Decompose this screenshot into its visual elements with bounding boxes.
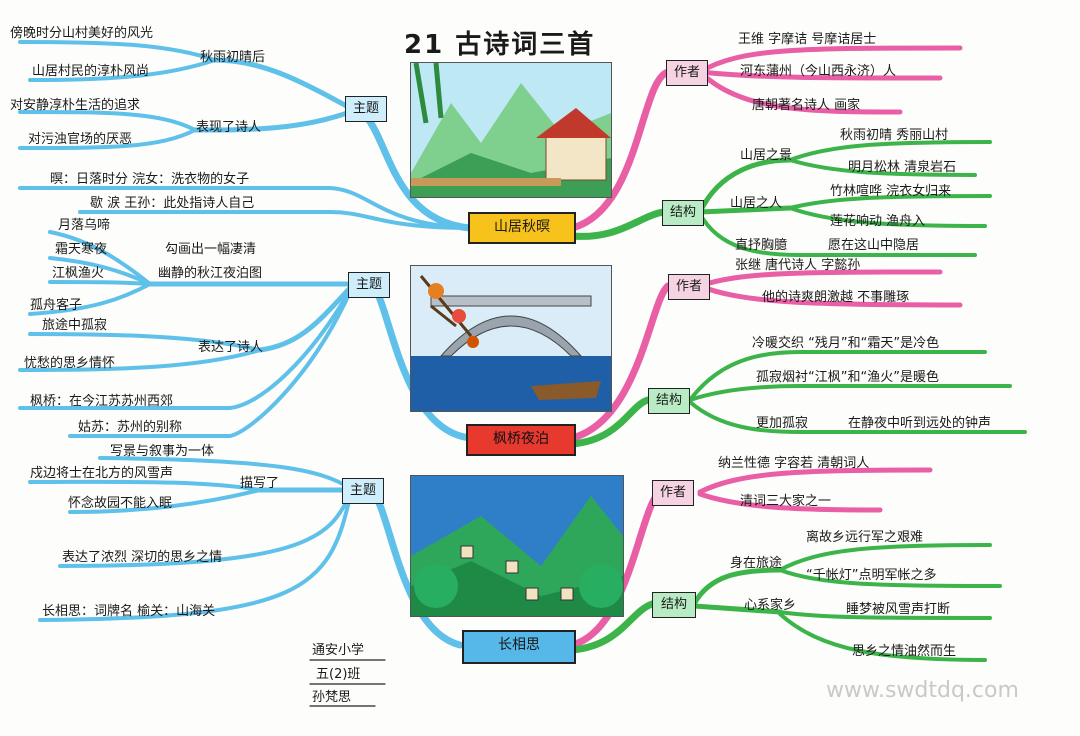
p2-theme-left-2: 霜天寒夜 bbox=[55, 242, 108, 257]
p2-theme-left-1: 月落乌啼 bbox=[58, 218, 111, 233]
p2-author-tag: 作者 bbox=[668, 274, 710, 300]
p3-note: 长相思：词牌名 榆关：山海关 bbox=[42, 604, 216, 619]
p3-theme-left-2: 怀念故园不能入眠 bbox=[68, 496, 173, 511]
p3-theme-mid: 描写了 bbox=[240, 476, 280, 491]
p3-structure-a-1: 离故乡远行军之艰难 bbox=[806, 530, 924, 545]
p1-structure-a-1: 秋雨初晴 秀丽山村 bbox=[840, 128, 949, 143]
p1-structure-b-1: 竹林喧哗 浣衣女归来 bbox=[830, 184, 952, 199]
p1-theme-left-3: 对安静淳朴生活的追求 bbox=[10, 98, 141, 113]
p1-author-1: 王维 字摩诘 号摩诘居士 bbox=[738, 32, 877, 47]
signature-school: 通安小学 bbox=[312, 643, 365, 658]
p1-structure-tag: 结构 bbox=[662, 200, 704, 226]
poem-title-changxiangsi: 长相思 bbox=[462, 630, 576, 664]
p3-structure-b-2: 思乡之情油然而生 bbox=[852, 644, 957, 659]
p3-structure-b-1: 睡梦被风雪声打断 bbox=[846, 602, 951, 617]
p2-theme-mid-1: 勾画出一幅凄清 bbox=[165, 242, 257, 257]
p3-express: 表达了浓烈 深切的思乡之情 bbox=[62, 550, 223, 565]
poem-title-fengqiaoyebo: 枫桥夜泊 bbox=[466, 424, 576, 456]
p1-author-3: 唐朝著名诗人 画家 bbox=[752, 98, 861, 113]
poem-title-shanjuqiuming: 山居秋暝 bbox=[468, 212, 576, 244]
p1-theme-mid-2: 表现了诗人 bbox=[196, 120, 262, 135]
p3-theme-tag: 主题 bbox=[342, 478, 384, 504]
p3-author-2: 清词三大家之一 bbox=[740, 494, 832, 509]
p1-note-1: 暝：日落时分 浣女：洗衣物的女子 bbox=[50, 172, 250, 187]
p1-author-tag: 作者 bbox=[666, 60, 708, 86]
p3-author-tag: 作者 bbox=[652, 480, 694, 506]
p2-structure-2: 孤寂烟衬“江枫”和“渔火”是暖色 bbox=[756, 370, 939, 385]
watermark-text: www.swdtdq.com bbox=[826, 678, 1019, 703]
p1-structure-a-2: 明月松林 清泉岩石 bbox=[848, 160, 957, 175]
p1-structure-b: 山居之人 bbox=[730, 196, 783, 211]
p1-structure-a: 山居之景 bbox=[740, 148, 793, 163]
p3-theme-top: 写景与叙事为一体 bbox=[110, 444, 215, 459]
p2-theme-mid-2: 幽静的秋江夜泊图 bbox=[158, 266, 263, 281]
p2-theme-left-4: 孤舟客子 bbox=[30, 298, 83, 313]
p1-theme-left-1: 傍晚时分山村美好的风光 bbox=[10, 26, 154, 41]
p2-express-left-2: 忧愁的思乡情怀 bbox=[24, 356, 116, 371]
p2-theme-tag: 主题 bbox=[348, 272, 390, 298]
signature-class: 五(2)班 bbox=[316, 667, 361, 682]
p3-author-1: 纳兰性德 字容若 清朝词人 bbox=[718, 456, 870, 471]
p1-structure-c: 直抒胸臆 bbox=[735, 238, 788, 253]
p2-structure-tag: 结构 bbox=[648, 388, 690, 414]
signature-name: 孙梵思 bbox=[312, 690, 352, 705]
p1-structure-b-2: 莲花响动 渔舟入 bbox=[830, 214, 926, 229]
p3-structure-b: 心系家乡 bbox=[744, 598, 797, 613]
p3-theme-left-1: 戍边将士在北方的风雪声 bbox=[30, 466, 174, 481]
p2-express-left-1: 旅途中孤寂 bbox=[42, 318, 108, 333]
p1-theme-tag: 主题 bbox=[345, 96, 387, 122]
p2-structure-1: 冷暖交织 “残月”和“霜天”是冷色 bbox=[752, 336, 940, 351]
p1-theme-mid-1: 秋雨初晴后 bbox=[200, 50, 266, 65]
p2-structure-3: 更加孤寂 bbox=[756, 416, 809, 431]
mountain-village-illustration bbox=[410, 62, 612, 198]
p2-express-mid: 表达了诗人 bbox=[198, 340, 264, 355]
p1-author-2: 河东蒲州（今山西永济）人 bbox=[740, 64, 897, 79]
main-title: 21 古诗词三首 bbox=[404, 30, 596, 60]
p2-note-1: 枫桥：在今江苏苏州西郊 bbox=[30, 394, 174, 409]
p2-note-2: 姑苏：苏州的别称 bbox=[78, 420, 183, 435]
maple-bridge-illustration bbox=[410, 265, 612, 412]
p2-author-1: 张继 唐代诗人 字懿孙 bbox=[735, 258, 861, 273]
p3-structure-a: 身在旅途 bbox=[730, 556, 783, 571]
p1-theme-left-2: 山居村民的淳朴风尚 bbox=[32, 64, 150, 79]
p2-structure-extra: 在静夜中听到远处的钟声 bbox=[848, 416, 992, 431]
p3-structure-tag: 结构 bbox=[652, 592, 696, 618]
p2-theme-left-3: 江枫渔火 bbox=[52, 266, 105, 281]
p3-structure-a-2: “千帐灯”点明军帐之多 bbox=[806, 568, 937, 583]
p2-author-2: 他的诗爽朗激越 不事雕琢 bbox=[762, 290, 910, 305]
mountain-camp-illustration bbox=[410, 475, 624, 617]
p1-structure-c-1: 愿在这山中隐居 bbox=[828, 238, 920, 253]
p1-note-2: 歇 涙 王孙：此处指诗人自己 bbox=[90, 196, 255, 211]
p1-theme-left-4: 对污浊官场的厌恶 bbox=[28, 132, 133, 147]
